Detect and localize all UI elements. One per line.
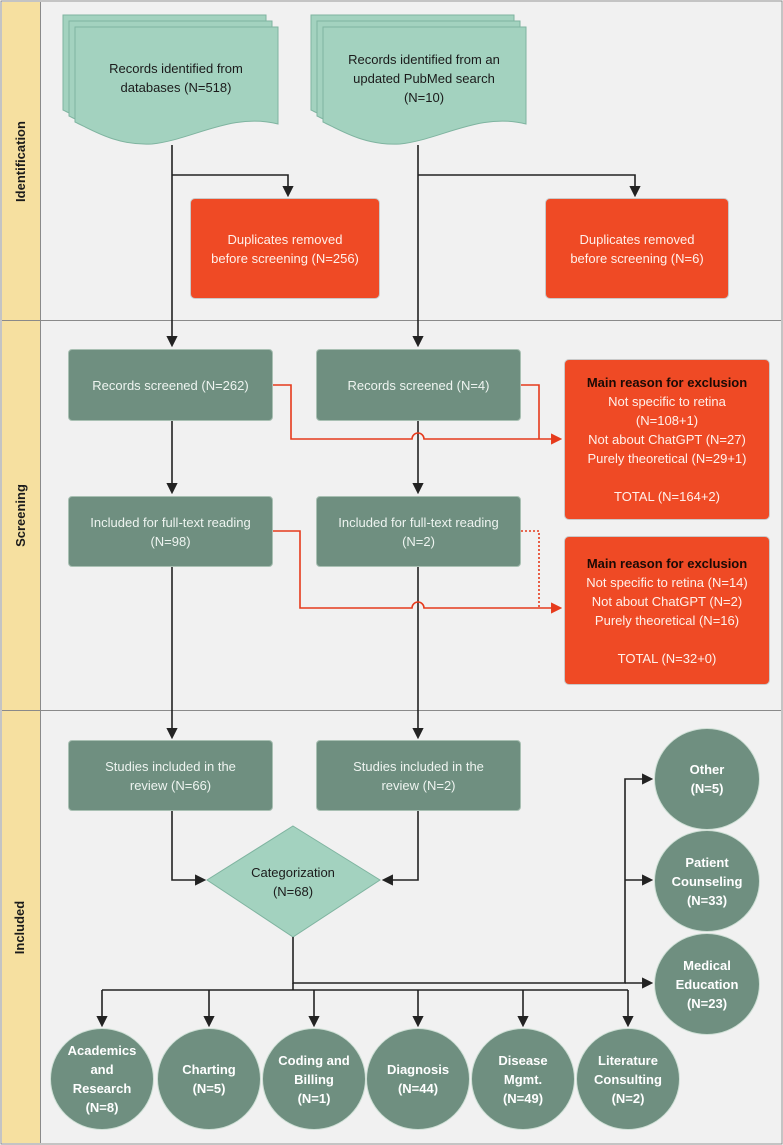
pubmed-records-document [310, 14, 527, 145]
db-records-document [62, 14, 279, 145]
category-diagnosis: Diagnosis (N=44) [366, 1028, 470, 1130]
duplicates-removed-right-box: Duplicates removed before screening (N=6… [545, 198, 729, 299]
studies-included-left-box: Studies included in the review (N=66) [68, 740, 273, 811]
lane-label-included: Included [12, 900, 28, 954]
red-connectors [273, 384, 563, 614]
fulltext-left-box: Included for full-text reading (N=98) [68, 496, 273, 567]
category-other: Other (N=5) [654, 728, 760, 830]
pubmed-records-text: Records identified from an updated PubMe… [348, 52, 500, 105]
exclusion-heading-2: Main reason for exclusion [586, 555, 748, 571]
category-literature-consulting: Literature Consulting (N=2) [576, 1028, 680, 1130]
category-disease-mgmt: Disease Mgmt. (N=49) [471, 1028, 575, 1130]
category-medical-education: Medical Education (N=23) [654, 933, 760, 1035]
exclusion-reasons-box-2: Main reason for exclusion Not specific t… [564, 536, 770, 685]
categorization-text: Categorization (N=68) [251, 865, 335, 899]
exclusion-reasons-box-1: Main reason for exclusion Not specific t… [564, 359, 770, 520]
exclusion-heading-1: Main reason for exclusion [586, 375, 748, 390]
lane-label-screening: Screening [12, 484, 28, 547]
lane-label-identification: Identification [12, 120, 28, 202]
category-academics-research: Academics and Research (N=8) [50, 1028, 154, 1130]
records-screened-left-box: Records screened (N=262) [68, 349, 273, 421]
category-coding-billing: Coding and Billing (N=1) [262, 1028, 366, 1130]
category-patient-counseling: Patient Counseling (N=33) [654, 830, 760, 932]
db-records-text: Records identified from databases (N=518… [109, 61, 243, 95]
black-connectors [96, 145, 654, 1028]
records-screened-right-box: Records screened (N=4) [316, 349, 521, 421]
studies-included-right-box: Studies included in the review (N=2) [316, 740, 521, 811]
category-charting: Charting (N=5) [157, 1028, 261, 1130]
duplicates-removed-left-box: Duplicates removed before screening (N=2… [190, 198, 380, 299]
fulltext-right-box: Included for full-text reading (N=2) [316, 496, 521, 567]
